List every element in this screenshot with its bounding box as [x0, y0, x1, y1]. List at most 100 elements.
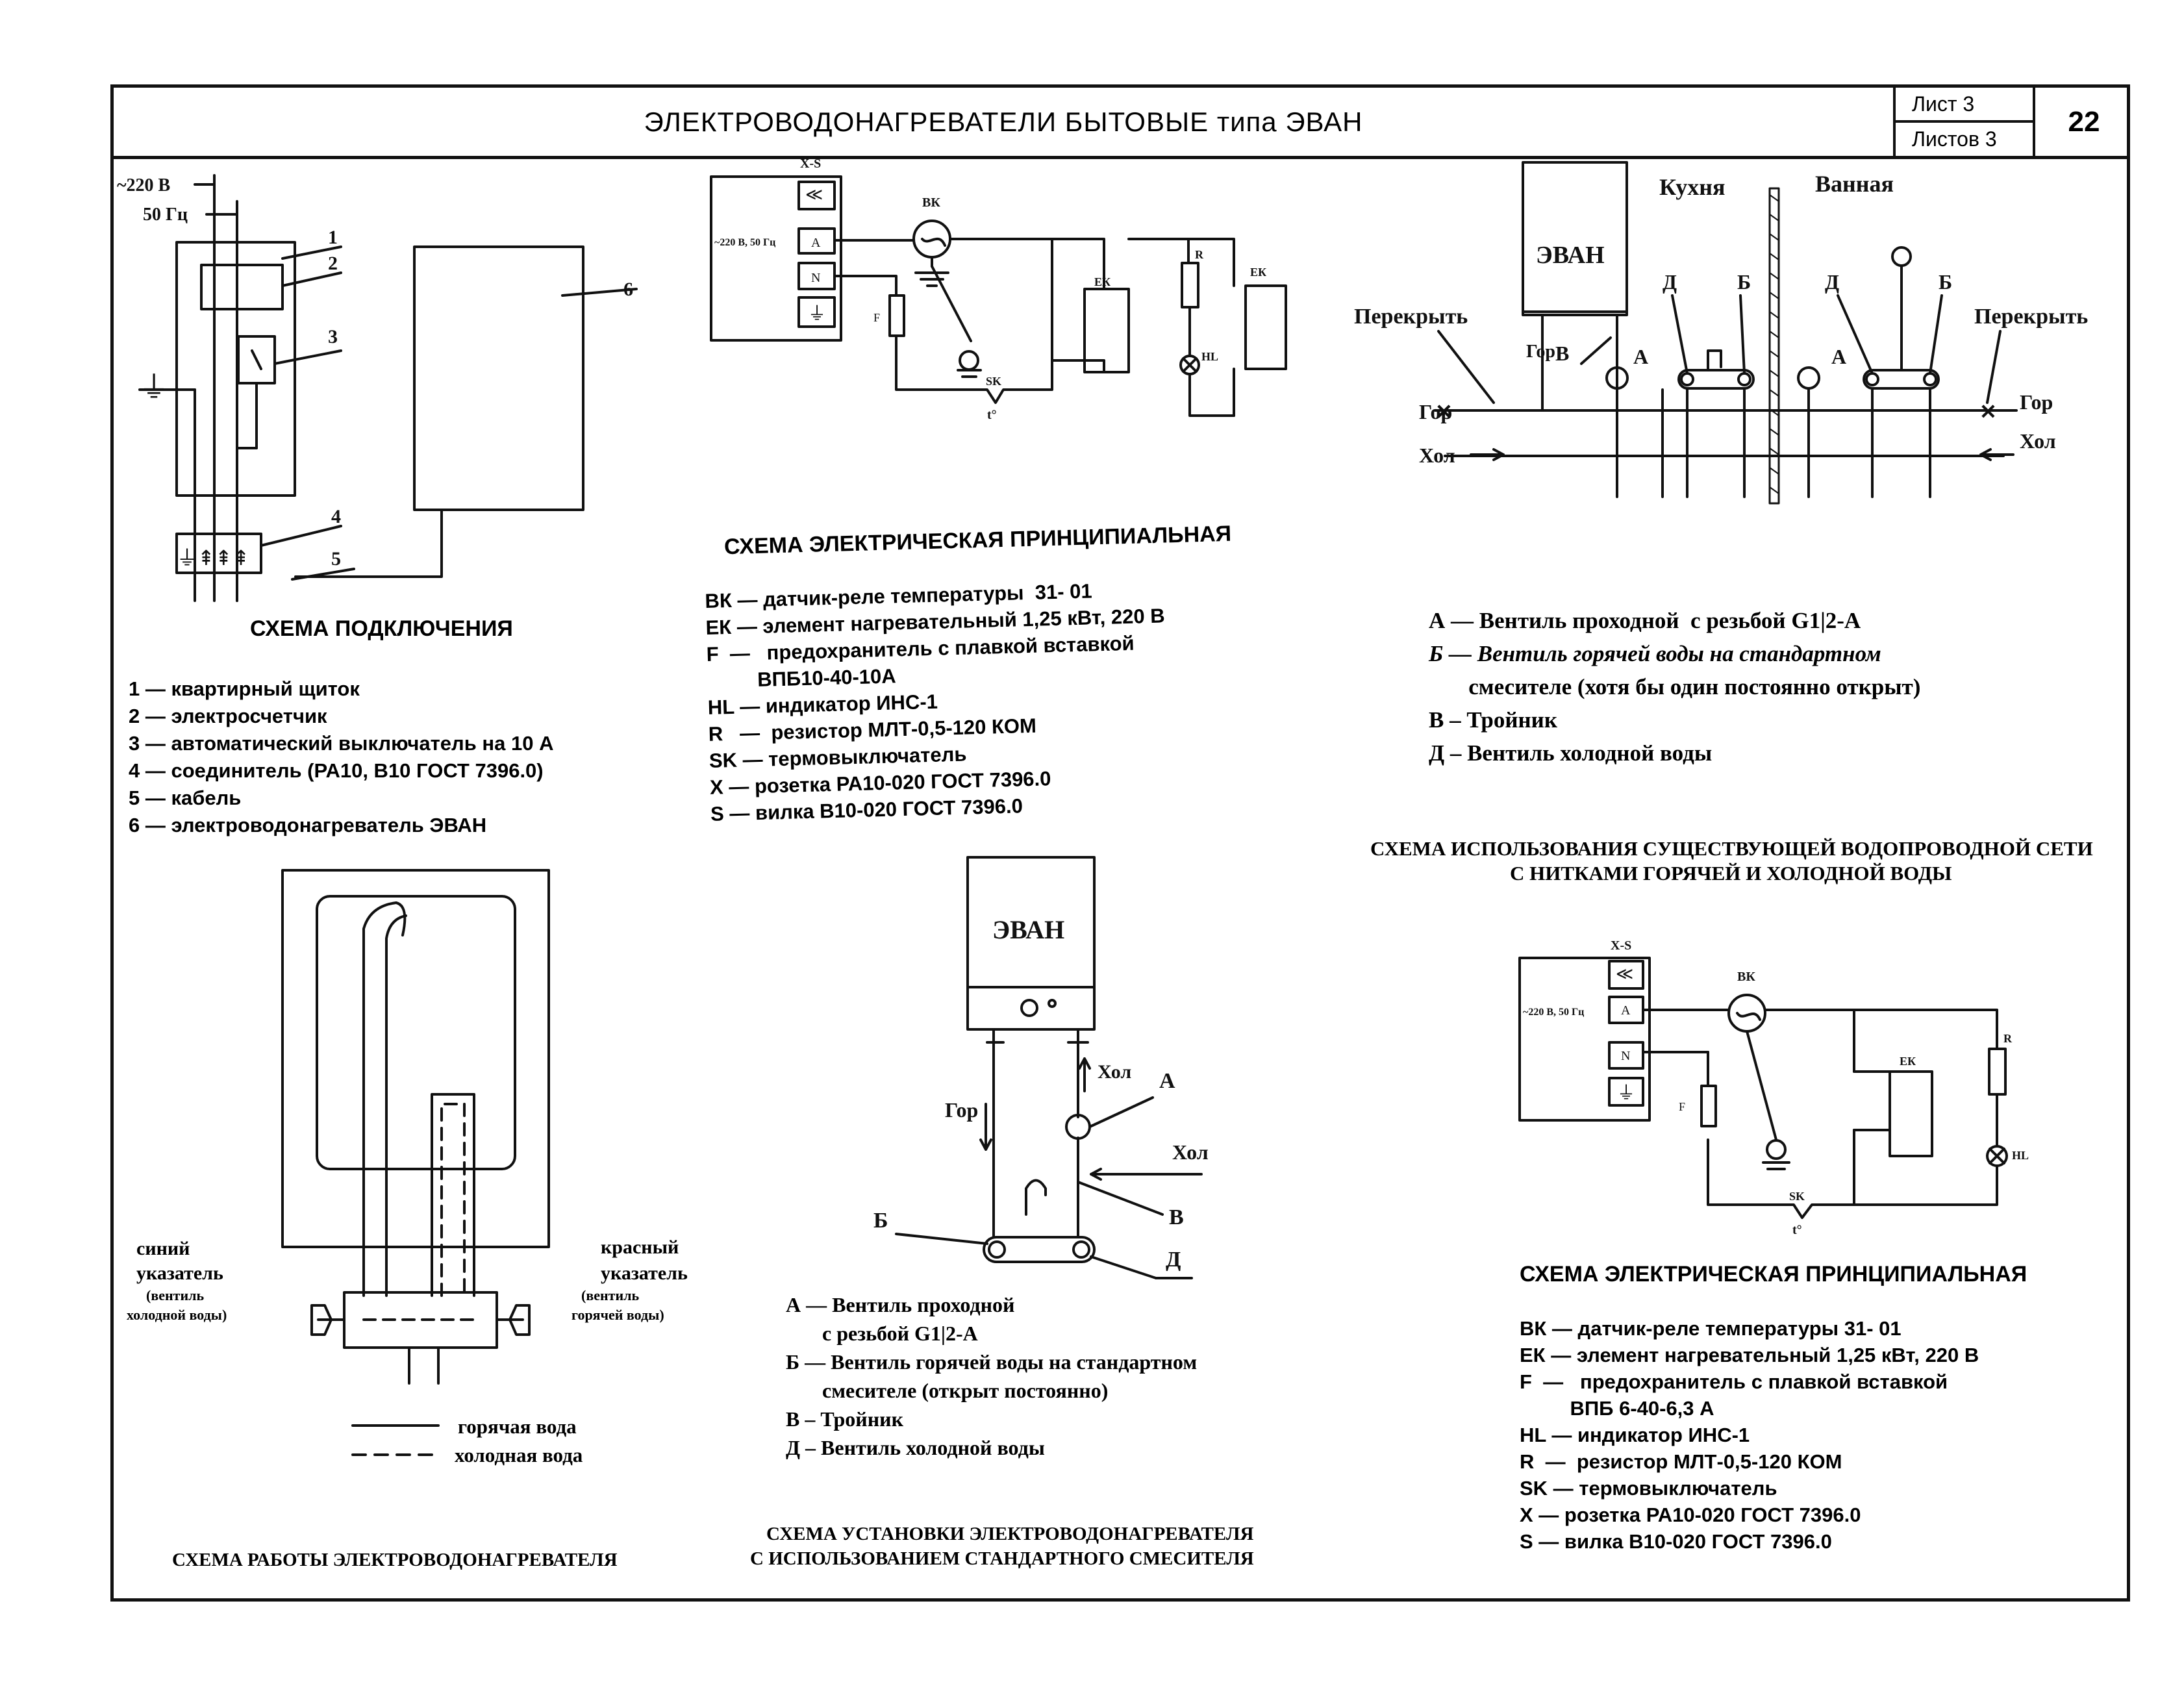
cold-water-legend-label: холодная вода [455, 1444, 583, 1466]
network-title-line2: С НИТКАМИ ГОРЯЧЕЙ И ХОЛОДНОЙ ВОДЫ [1510, 862, 1952, 885]
label-5: 5 [331, 548, 341, 570]
valve-d-install-label: Д [1166, 1248, 1181, 1272]
water-network-diagram: ЭВАН Кухня Ванная Перекрыть Перекрыть ✕ … [1354, 161, 2088, 505]
sk2-label: SK [1789, 1190, 1805, 1203]
evan-install-label: ЭВАН [992, 915, 1064, 944]
terminal-plug-2 [1608, 960, 1644, 990]
legend-item: В – Тройник [786, 1407, 904, 1431]
thermal-switch2-label-t: t° [1792, 1223, 1802, 1237]
sheets-total: Листов 3 [1896, 120, 2035, 155]
install-title-line2: С ИСПОЛЬЗОВАНИЕМ СТАНДАРТНОГО СМЕСИТЕЛЯ [750, 1548, 1254, 1569]
red-indicator-note-1: (вентиль [581, 1287, 640, 1303]
close-left-label: Перекрыть [1354, 305, 1468, 329]
leader-4 [260, 525, 342, 547]
wall [1768, 187, 1780, 505]
ek2-label: ЕК [1250, 266, 1266, 279]
sheet-info: Лист 3 Листов 3 [1893, 88, 2035, 156]
installation-diagram: ЭВАН А Гор Хол Хол В Б Д [873, 856, 1209, 1279]
terminal-n-2 [1608, 1041, 1644, 1070]
connection-diagram: ~220 В 50 Гц ⏚ ⏚⇞⇞⇞ 1 2 3 4 5 6 [117, 174, 638, 602]
fuse-icon [888, 294, 905, 337]
terminal-pe [797, 296, 836, 328]
thermal-switch-label-t: t° [987, 408, 997, 422]
elec1-legend: ВК — датчик-реле температуры 31- 01 ЕК —… [705, 575, 1170, 827]
cross-valve-right-icon: ✕ [1979, 400, 1997, 423]
supply-label: ~220 В, 50 Гц [714, 237, 775, 248]
legend-item: F — предохранитель с плавкой вставкой [1520, 1370, 1948, 1393]
red-indicator-icon [508, 1304, 531, 1336]
heater-tank [316, 895, 516, 1170]
page-number: 22 [2033, 88, 2133, 156]
r-label: R [1195, 248, 1204, 261]
shower-head-icon [1891, 246, 1912, 267]
network-legend: А — Вентиль проходной с резьбой G1|2-А Б… [1429, 604, 1920, 770]
legend-item: S — вилка В10-020 ГОСТ 7396.0 [1520, 1530, 1832, 1553]
valve-b1-label: Б [1737, 270, 1751, 294]
xs2-label: X-S [1611, 938, 1631, 953]
cross-valve-left-icon: ✕ [1435, 400, 1453, 423]
close-right-label: Перекрыть [1974, 305, 2088, 329]
electricity-meter [200, 264, 284, 310]
label-2: 2 [328, 253, 338, 274]
label-4: 4 [331, 506, 341, 527]
red-indicator-label-2: указатель [601, 1263, 688, 1284]
drawing-sheet: ЭЛЕКТРОВОДОНАГРЕВАТЕЛИ БЫТОВЫЕ типа ЭВАН… [110, 84, 2130, 1602]
legend-item: ВПБ 6-40-6,3 А [1520, 1397, 1714, 1420]
leader-5 [291, 568, 355, 581]
terminal-pe-2 [1608, 1077, 1644, 1107]
legend-item: 1 — квартирный щиток [129, 677, 360, 700]
legend-item: Б — Вентиль горячей воды на стандартном [1429, 641, 1881, 666]
supply-voltage-label: ~220 В [117, 175, 170, 195]
leader-3 [273, 349, 342, 365]
legend-item: ВК — датчик-реле температуры 31- 01 [1520, 1317, 1902, 1340]
socket-plug-box [710, 175, 842, 342]
cold-right-label: Хол [2020, 429, 2056, 453]
valve-d2-label: Д [1825, 270, 1839, 294]
ground-icon: ⏚ [139, 371, 169, 404]
electrical-schematic-2: X-S ~220 В, 50 Гц A N ≪ ⏚ ВК t° SK F ЕК … [1518, 938, 2029, 1237]
tee-install-label: В [1169, 1205, 1184, 1229]
hl-label: HL [1201, 350, 1218, 363]
supply-frequency-label: 50 Гц [143, 205, 188, 225]
evan-heater-box [1522, 161, 1628, 316]
install-title-line1: СХЕМА УСТАНОВКИ ЭЛЕКТРОВОДОНАГРЕВАТЕЛЯ [766, 1524, 1254, 1544]
hot-water-legend-label: горячая вода [458, 1415, 577, 1438]
legend-item: А — Вентиль проходной с резьбой G1|2-А [1429, 608, 1861, 633]
plug2-icon: ≪ [1616, 964, 1633, 983]
blue-indicator-note-1: (вентиль [146, 1287, 205, 1303]
mixer-kitchen [1677, 369, 1755, 390]
cold-top-label: Хол [1098, 1061, 1131, 1083]
ground-icon: ⏚ [808, 304, 826, 324]
f2-label: F [1679, 1100, 1685, 1113]
plug-icon: ≪ [805, 185, 823, 204]
cable [294, 509, 443, 578]
legend-item: 5 — кабель [129, 786, 242, 809]
leader-2 [281, 271, 342, 287]
supply2-label: ~220 В, 50 Гц [1523, 1007, 1584, 1018]
valve-a1-label: А [1633, 345, 1648, 368]
legend-item: 4 — соединитель (РА10, В10 ГОСТ 7396.0) [129, 759, 544, 782]
legend-item: А — Вентиль проходной [786, 1293, 1015, 1316]
valve-a-install-icon [1065, 1114, 1091, 1140]
valve-d1-label: Д [1663, 270, 1677, 294]
connector-pins-icon: ⏚⇞⇞⇞ [177, 546, 249, 570]
terminal-a-label: A [811, 236, 821, 250]
install-legend: А — Вентиль проходной с резьбой G1|2-А Б… [786, 1290, 1197, 1462]
title-block: ЭЛЕКТРОВОДОНАГРЕВАТЕЛИ БЫТОВЫЕ типа ЭВАН… [114, 88, 2127, 159]
temperature-relay2-icon [1727, 994, 1766, 1033]
sk-label: SK [986, 375, 1001, 388]
blue-indicator-note-2: холодной воды) [127, 1307, 227, 1323]
heating-element-3 [1889, 1070, 1933, 1157]
elec2-legend: ВК — датчик-реле температуры 31- 01 ЕК —… [1520, 1315, 1979, 1555]
legend-item: 2 — электросчетчик [129, 705, 327, 727]
resistor2-icon [1988, 1048, 2007, 1096]
valve-b-install-label: Б [873, 1209, 888, 1233]
hot-right-label: Гор [2020, 390, 2053, 414]
ek-label: ЕК [1094, 275, 1111, 288]
valve-b2-label: Б [1939, 270, 1952, 294]
bk2-label: ВК [1737, 970, 1755, 984]
terminal-n-label: N [811, 271, 820, 285]
red-indicator-note-2: горячей воды) [571, 1307, 664, 1323]
kitchen-label: Кухня [1659, 174, 1725, 200]
